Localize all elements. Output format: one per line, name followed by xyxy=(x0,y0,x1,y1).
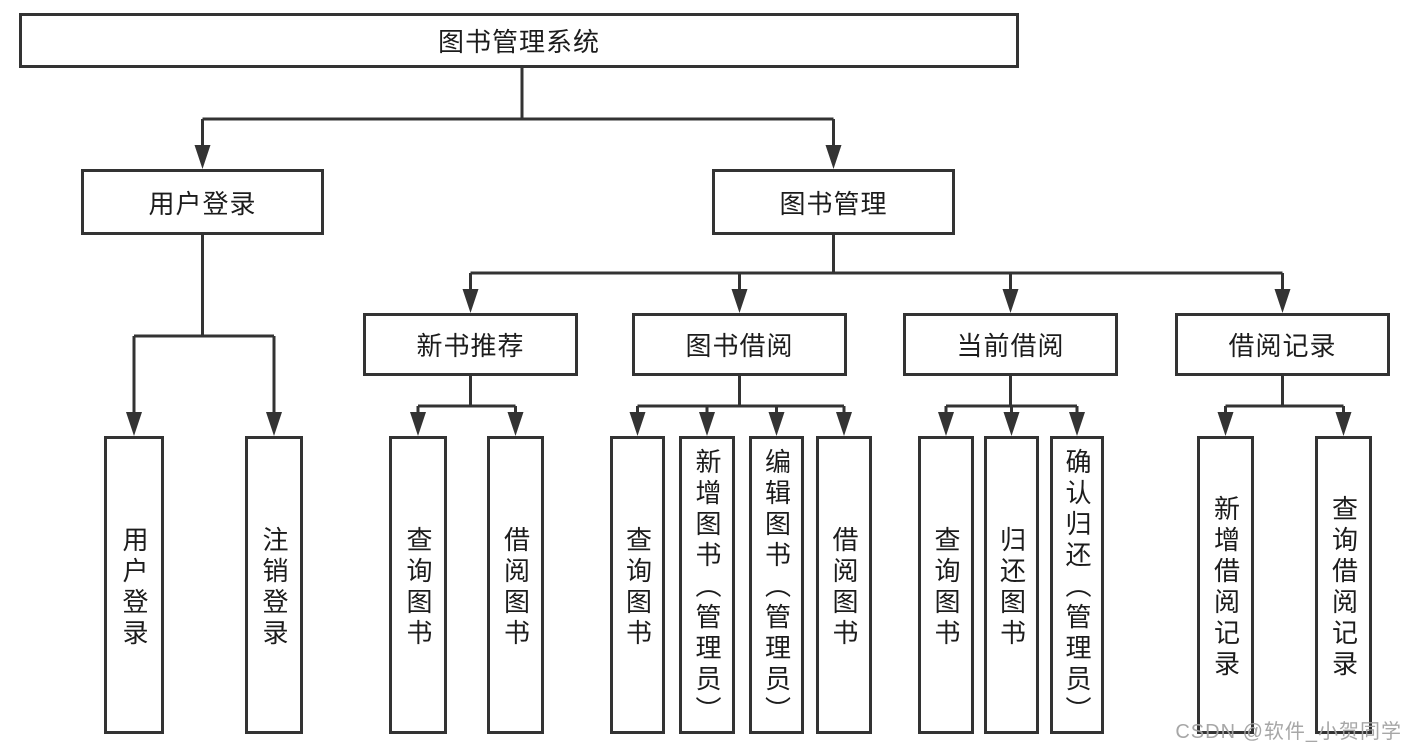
leaf-confirm-return-admin-label: 确认归还（管理员） xyxy=(1062,448,1092,727)
node-new-book-recommend: 新书推荐 xyxy=(363,313,578,376)
node-borrowing-records-label: 借阅记录 xyxy=(1228,331,1337,361)
leaf-edit-books-admin: 编辑图书（管理员） xyxy=(749,436,804,734)
leaf-query-books-current: 查询图书 xyxy=(918,436,974,734)
leaf-edit-books-admin-label: 编辑图书（管理员） xyxy=(761,448,792,727)
node-root-system: 图书管理系统 xyxy=(19,13,1019,68)
leaf-borrow-books-borrowing: 借阅图书 xyxy=(816,436,872,734)
leaf-query-borrow-record-label: 查询借阅记录 xyxy=(1328,494,1359,681)
leaf-return-books: 归还图书 xyxy=(984,436,1039,734)
arrowheads xyxy=(126,145,1352,436)
leaf-query-books-recommend: 查询图书 xyxy=(389,436,447,734)
leaf-user-login: 用户登录 xyxy=(104,436,164,734)
leaf-user-login-label: 用户登录 xyxy=(119,525,149,650)
node-book-borrowing-label: 图书借阅 xyxy=(685,331,794,361)
leaf-query-borrow-record: 查询借阅记录 xyxy=(1315,436,1372,734)
leaf-borrow-books-recommend: 借阅图书 xyxy=(487,436,544,734)
leaf-query-books-borrowing-label: 查询图书 xyxy=(622,525,653,650)
node-current-borrowing-label: 当前借阅 xyxy=(956,331,1065,361)
leaf-logout-label: 注销登录 xyxy=(259,525,289,650)
leaf-query-books-recommend-label: 查询图书 xyxy=(403,525,433,650)
node-book-borrowing: 图书借阅 xyxy=(632,313,847,376)
node-borrowing-records: 借阅记录 xyxy=(1175,313,1390,376)
leaf-add-books-admin-label: 新增图书（管理员） xyxy=(692,448,722,727)
leaf-logout: 注销登录 xyxy=(245,436,303,734)
node-current-borrowing: 当前借阅 xyxy=(903,313,1118,376)
leaf-confirm-return-admin: 确认归还（管理员） xyxy=(1050,436,1104,734)
node-user-login-group: 用户登录 xyxy=(81,169,324,235)
leaf-add-books-admin: 新增图书（管理员） xyxy=(679,436,735,734)
leaf-query-books-current-label: 查询图书 xyxy=(931,525,961,650)
node-book-management-group-label: 图书管理 xyxy=(779,188,888,219)
leaf-add-borrow-record: 新增借阅记录 xyxy=(1197,436,1254,734)
node-book-management-group: 图书管理 xyxy=(712,169,955,235)
node-new-book-recommend-label: 新书推荐 xyxy=(416,331,525,361)
csdn-watermark: CSDN @软件_小贺同学 xyxy=(1175,721,1402,743)
leaf-return-books-label: 归还图书 xyxy=(996,525,1027,650)
leaf-query-books-borrowing: 查询图书 xyxy=(610,436,665,734)
node-user-login-group-label: 用户登录 xyxy=(148,188,257,219)
node-root-system-label: 图书管理系统 xyxy=(437,27,600,57)
leaf-add-borrow-record-label: 新增借阅记录 xyxy=(1210,494,1241,681)
leaf-borrow-books-borrowing-label: 借阅图书 xyxy=(829,525,859,650)
leaf-borrow-books-recommend-label: 借阅图书 xyxy=(500,525,531,650)
